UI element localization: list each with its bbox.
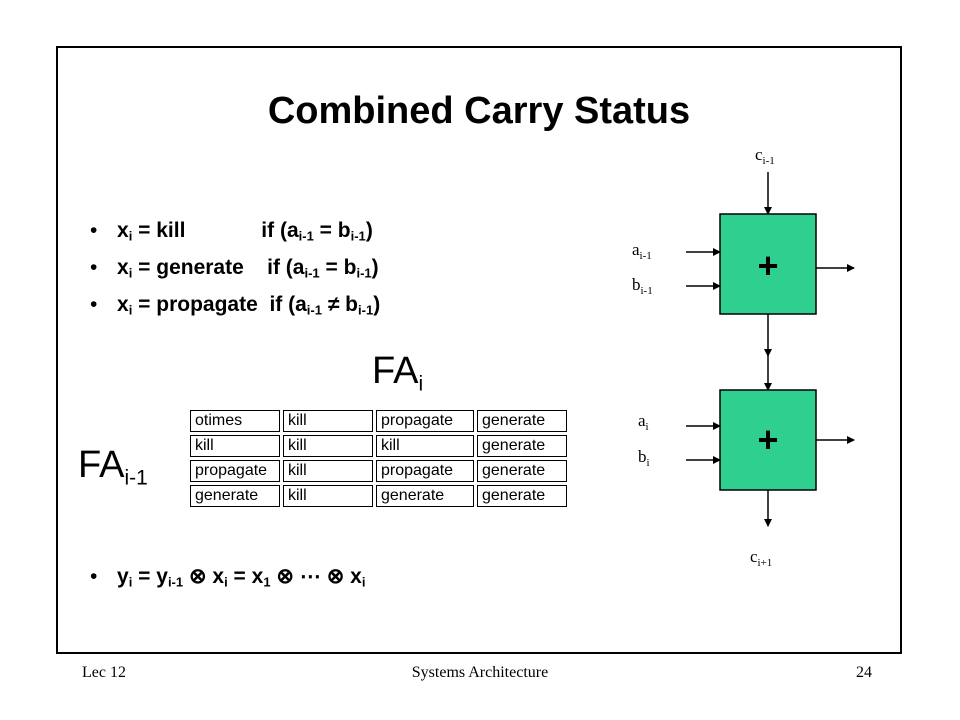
table-cell: generate (477, 435, 567, 457)
footer-lecture: Lec 12 (82, 664, 126, 681)
bullet-generate: xi = generate if (ai-1 = bi-1) (90, 249, 380, 286)
table-cell: kill (283, 485, 373, 507)
table-cell: kill (283, 410, 373, 432)
table-cell: kill (283, 435, 373, 457)
table-row: propagate kill propagate generate (190, 460, 567, 482)
table-cell: generate (376, 485, 474, 507)
carry-in-label: ci-1 (755, 145, 775, 167)
bottom-adder-box (719, 389, 817, 491)
footer-page-number: 24 (856, 664, 872, 681)
table-cell: propagate (190, 460, 280, 482)
slide-frame (56, 46, 902, 654)
table-cell: propagate (376, 460, 474, 482)
full-adder-diagram: ci-1 + ai-1 bi-1 + ai bi ci+1 (632, 145, 855, 569)
bullet-propagate: xi = propagate if (ai-1 ≠ bi-1) (90, 286, 380, 323)
table-cell: kill (283, 460, 373, 482)
top-input-b-label: bi-1 (632, 275, 653, 297)
table-cell: kill (190, 435, 280, 457)
table-row: generate kill generate generate (190, 485, 567, 507)
fa-i-label: FAi (372, 350, 424, 396)
top-adder-box (719, 213, 817, 315)
table-cell: generate (477, 460, 567, 482)
fa-i-minus-1-label: FAi-1 (78, 444, 148, 490)
table-cell: generate (190, 485, 280, 507)
bottom-adder-symbol: + (757, 419, 778, 460)
table-cell: generate (477, 485, 567, 507)
footer-course: Systems Architecture (411, 664, 549, 681)
table-cell: otimes (190, 410, 280, 432)
slide-title: Combined Carry Status (267, 90, 691, 132)
bottom-input-b-label: bi (638, 447, 650, 469)
top-adder-symbol: + (757, 245, 778, 286)
carry-out-label: ci+1 (750, 547, 772, 569)
bullet-y-formula: yi = yi-1 ⊗ xi = x1 ⊗ ⋯ ⊗ xi (90, 558, 365, 595)
carry-status-bullets: xi = kill if (ai-1 = bi-1) xi = generate… (90, 212, 380, 323)
table-row: kill kill kill generate (190, 435, 567, 457)
bullet-kill: xi = kill if (ai-1 = bi-1) (90, 212, 380, 249)
top-input-a-label: ai-1 (632, 240, 652, 262)
table-cell: kill (376, 435, 474, 457)
table-cell: generate (477, 410, 567, 432)
bottom-input-a-label: ai (638, 411, 649, 433)
carry-combination-table: otimes kill propagate generate kill kill… (187, 407, 570, 510)
table-cell: propagate (376, 410, 474, 432)
table-row: otimes kill propagate generate (190, 410, 567, 432)
